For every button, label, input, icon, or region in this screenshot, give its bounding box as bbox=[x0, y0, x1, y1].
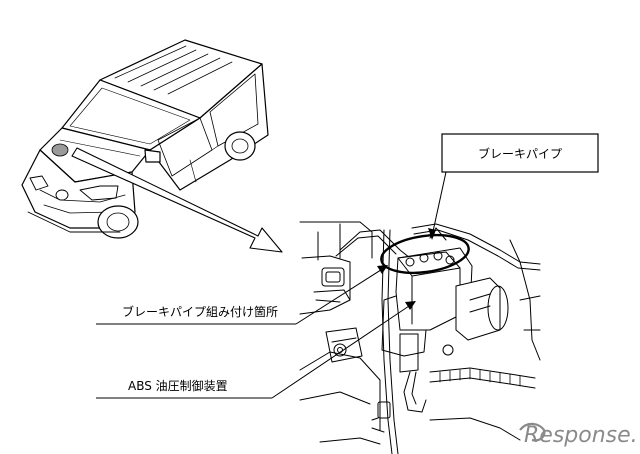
callout-brake-pipe-arrowhead bbox=[428, 228, 436, 240]
callout-brake-pipe-leader bbox=[431, 171, 447, 237]
callout-abs-unit-leader bbox=[271, 303, 413, 399]
callout-brake-pipe: ブレーキパイプ bbox=[428, 133, 599, 240]
response-watermark: Response. bbox=[519, 422, 638, 448]
location-marker bbox=[51, 143, 69, 157]
callout-abs-unit-arrowhead bbox=[405, 301, 416, 310]
callout-brake-pipe-label: ブレーキパイプ bbox=[478, 146, 562, 161]
abs-detail-illustration bbox=[299, 221, 541, 454]
watermark-swoosh bbox=[519, 422, 546, 442]
vehicle-illustration bbox=[21, 39, 269, 239]
callout-brake-pipe-mount-leader bbox=[295, 267, 385, 325]
brake-pipe-highlight-ellipse bbox=[380, 233, 470, 275]
callout-abs-unit-label: ABS 油圧制御装置 bbox=[128, 378, 228, 393]
callout-brake-pipe-mount: ブレーキパイプ組み付け箇所 bbox=[96, 265, 388, 325]
callout-brake-pipe-mount-label: ブレーキパイプ組み付け箇所 bbox=[122, 304, 278, 319]
pointer-arrow bbox=[71, 147, 283, 253]
callout-brake-pipe-mount-arrowhead bbox=[377, 265, 388, 274]
callout-brake-pipe-box bbox=[441, 133, 599, 173]
watermark-text: Response. bbox=[524, 423, 638, 448]
callout-abs-unit: ABS 油圧制御装置 bbox=[96, 301, 416, 399]
